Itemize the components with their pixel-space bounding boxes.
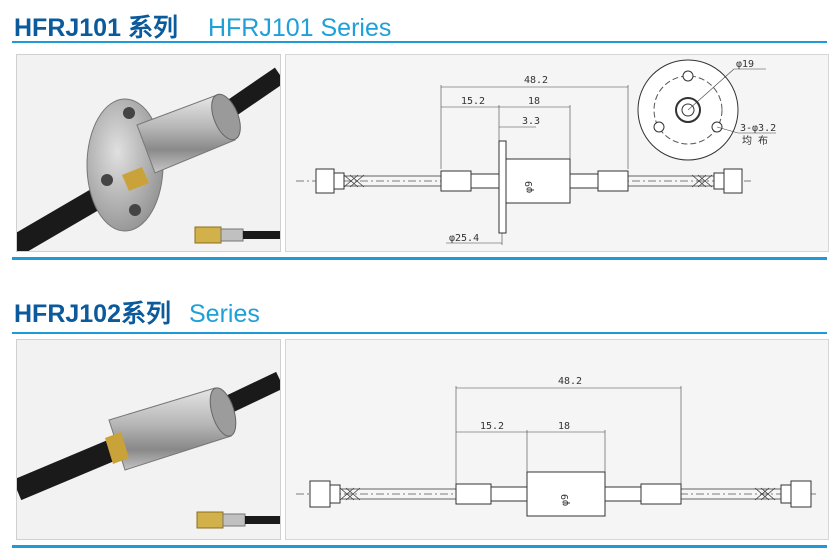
technical-drawing-hfrj102: 48.2 15.2 18 φ9	[285, 339, 829, 540]
dim-holes-note: 均 布	[742, 135, 768, 147]
section-divider	[12, 545, 827, 548]
title-underline	[12, 332, 827, 334]
section-title-hfrj102: HFRJ102系列 Series	[14, 294, 260, 328]
model-name-light: Series	[189, 300, 260, 328]
dim-body-diameter: φ9	[524, 181, 535, 193]
dim-flange-diameter: φ25.4	[449, 233, 479, 244]
dim-flange-thickness: 3.3	[522, 116, 540, 127]
model-name-light: HFRJ101 Series	[207, 14, 392, 42]
dim-bolt-circle: φ19	[736, 59, 754, 70]
dim-body-length: 18	[528, 96, 540, 107]
dim-total-length: 48.2	[558, 376, 582, 387]
technical-drawing-hfrj101: 48.2 15.2 18 3.3 φ9 φ25.4 φ19 3-φ3.2 均 布	[285, 54, 829, 252]
product-photo-hfrj101	[16, 54, 281, 252]
dim-left-length: 15.2	[480, 421, 504, 432]
section-divider	[12, 257, 827, 260]
model-name-bold: HFRJ102系列	[14, 300, 171, 328]
dim-holes: 3-φ3.2	[740, 123, 776, 134]
model-name-bold: HFRJ101 系列	[14, 14, 178, 42]
dim-left-length: 15.2	[461, 96, 485, 107]
dim-total-length: 48.2	[524, 75, 548, 86]
section-title-hfrj101: HFRJ101 系列 HFRJ101 Series	[14, 8, 391, 42]
dim-body-diameter: φ9	[560, 494, 571, 506]
dim-body-length: 18	[558, 421, 570, 432]
title-underline	[12, 41, 827, 43]
product-photo-hfrj102	[16, 339, 281, 540]
